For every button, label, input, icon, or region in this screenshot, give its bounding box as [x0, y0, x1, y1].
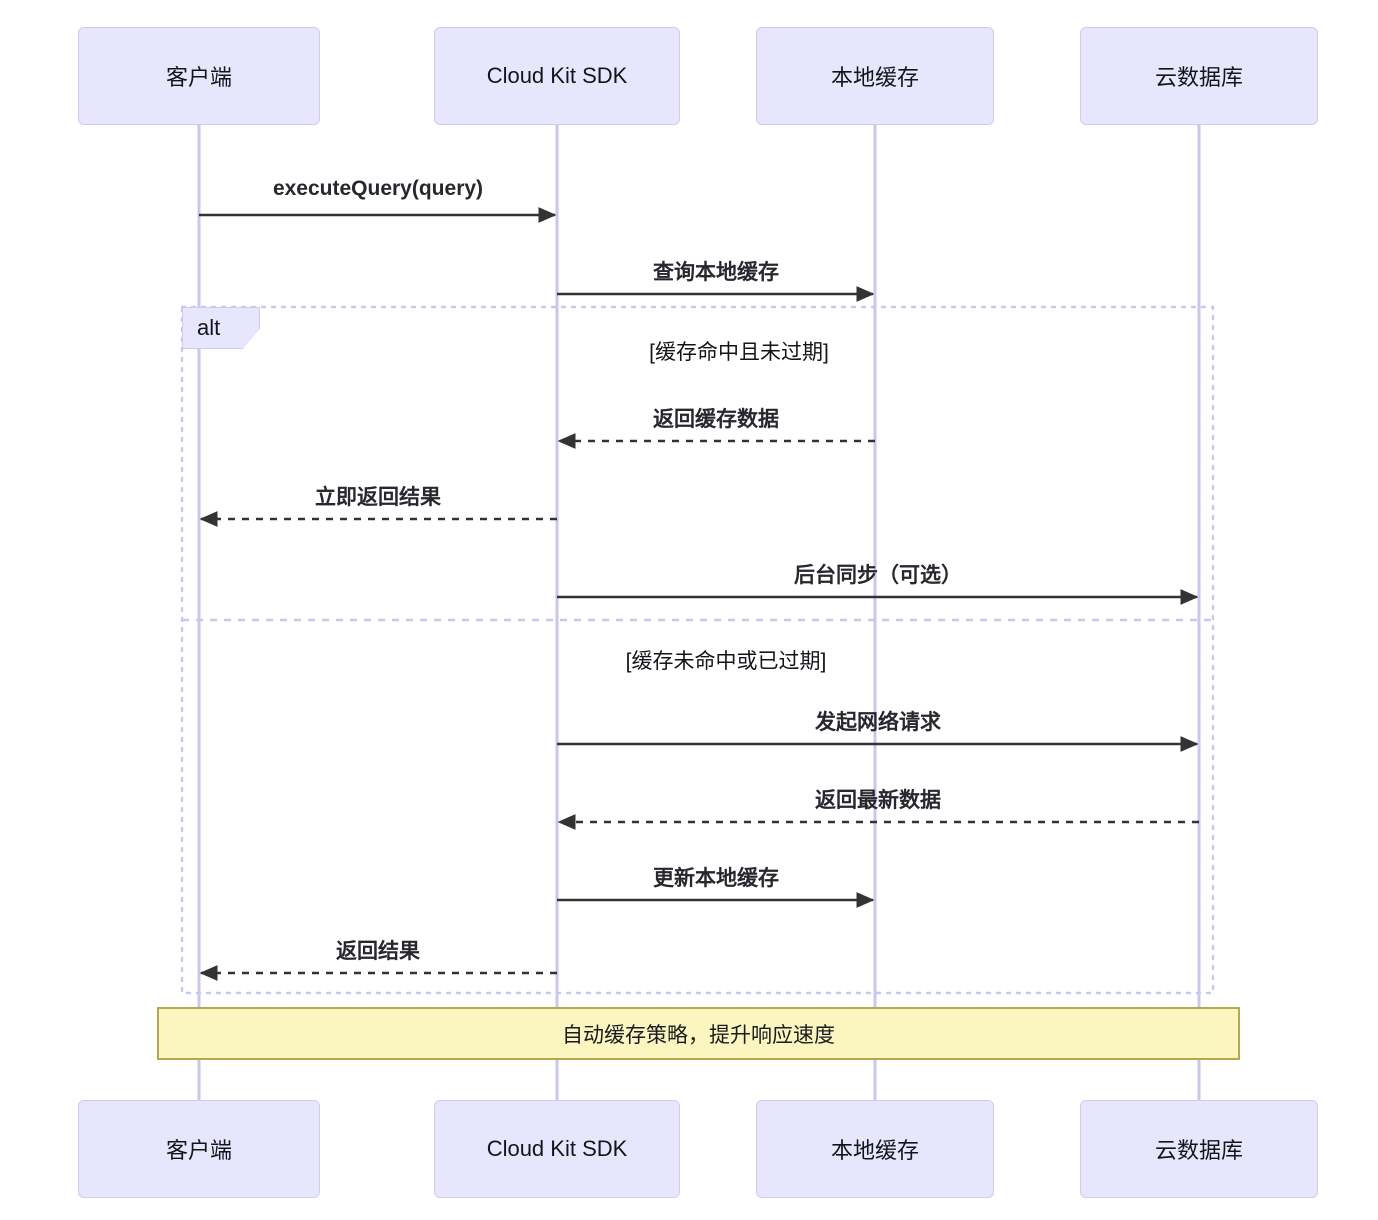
alt-condition-label-1: [缓存未命中或已过期] — [625, 650, 827, 673]
participant-sdk-top[interactable]: Cloud Kit SDK — [434, 27, 680, 125]
message-label-m8: 更新本地缓存 — [653, 867, 779, 890]
participant-sdk-bottom[interactable]: Cloud Kit SDK — [434, 1100, 680, 1198]
participant-label: 客户端 — [165, 1138, 232, 1163]
participant-cache-bottom[interactable]: 本地缓存 — [756, 1100, 994, 1198]
participant-label: Cloud Kit SDK — [486, 1136, 628, 1161]
participant-cache-top[interactable]: 本地缓存 — [756, 27, 994, 125]
participant-label: 云数据库 — [1154, 65, 1243, 90]
message-label-m6: 发起网络请求 — [815, 711, 941, 734]
participant-clouddb-bottom[interactable]: 云数据库 — [1080, 1100, 1318, 1198]
participant-label: 本地缓存 — [830, 1138, 919, 1163]
participant-label: 本地缓存 — [830, 65, 919, 90]
alt-fragment-border — [180, 305, 1215, 995]
message-label-m2: 查询本地缓存 — [653, 261, 779, 284]
message-label-m3: 返回缓存数据 — [653, 408, 779, 431]
message-label-m1: executeQuery(query) — [272, 177, 484, 200]
participant-label: 客户端 — [165, 65, 232, 90]
lifelines-group — [197, 125, 1201, 1100]
message-label-m4: 立即返回结果 — [315, 486, 441, 509]
participant-label: 云数据库 — [1154, 1138, 1243, 1163]
alt-fragment-tab-label: alt — [197, 315, 221, 340]
alt-condition-label-0: [缓存命中且未过期] — [649, 341, 829, 364]
participant-client-top[interactable]: 客户端 — [78, 27, 320, 125]
note-text: 自动缓存策略，提升响应速度 — [562, 1023, 835, 1047]
note-box: 自动缓存策略，提升响应速度 — [157, 1007, 1240, 1060]
participant-label: Cloud Kit SDK — [486, 63, 628, 88]
alt-frame-group — [180, 305, 1215, 995]
participant-clouddb-top[interactable]: 云数据库 — [1080, 27, 1318, 125]
message-label-m5: 后台同步（可选） — [794, 564, 962, 587]
alt-fragment-tab: alt — [182, 307, 260, 349]
message-label-m9: 返回结果 — [336, 940, 420, 963]
message-arrows-group — [199, 206, 1199, 982]
message-label-m7: 返回最新数据 — [815, 789, 941, 812]
participant-client-bottom[interactable]: 客户端 — [78, 1100, 320, 1198]
